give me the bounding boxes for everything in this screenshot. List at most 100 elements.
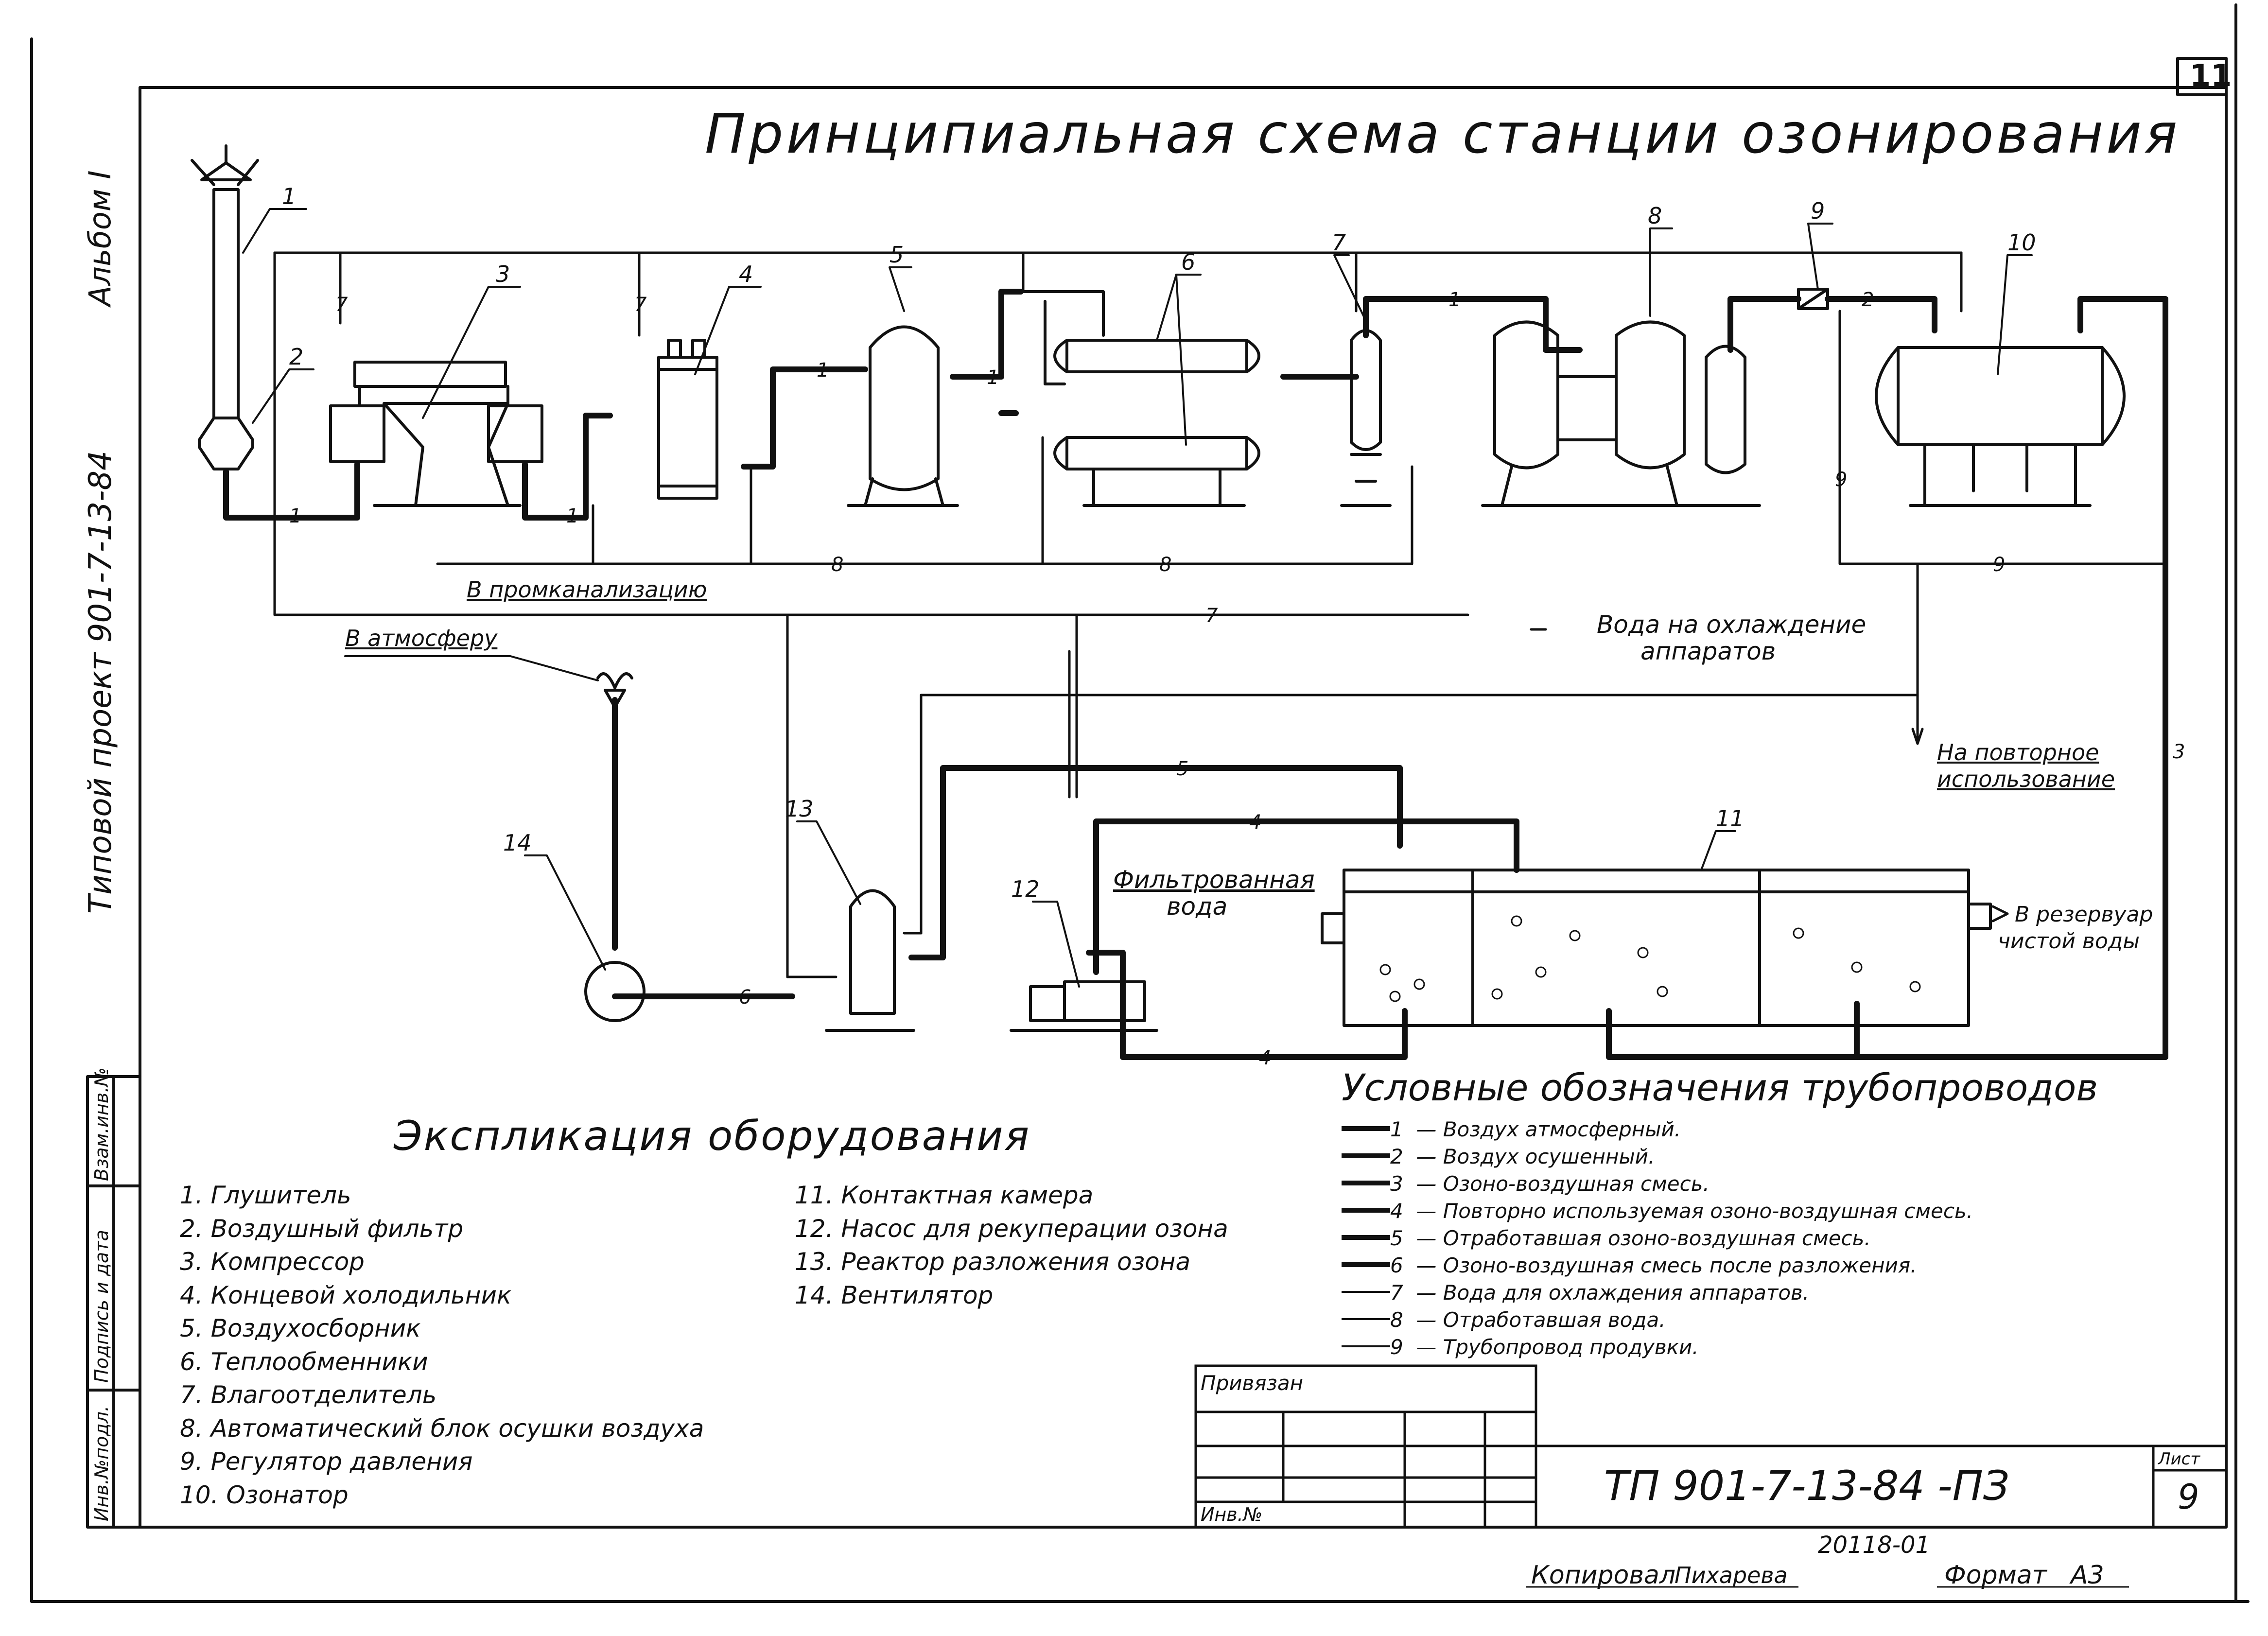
explication-item: 5. Воздухосборник xyxy=(180,1314,421,1342)
legend-item: 4 — Повторно используемая озоно-воздушна… xyxy=(1390,1199,1973,1223)
note-reuse-2: использование xyxy=(1937,766,2115,792)
inv-number-label: Инв.№ xyxy=(1201,1504,1263,1525)
project-label: Типовой проект 901-7-13-84 xyxy=(83,451,119,914)
equipment-8-air-drying-unit xyxy=(1481,320,1761,507)
album-label: Альбом I xyxy=(82,170,118,306)
legend-item: 5 — Отработавшая озоно-воздушная смесь. xyxy=(1390,1226,1871,1250)
equipment-number-labels: 1 2 3 4 5 6 7 8 9 10 11 12 13 14 xyxy=(282,183,2036,902)
equipment-3-compressor xyxy=(329,361,543,507)
equipment-label-12: 12 xyxy=(1011,876,1040,902)
copied-name: Пихарева xyxy=(1675,1562,1788,1588)
pipe-label-2: 2 xyxy=(1862,289,1874,311)
note-cooling-water-2: аппаратов xyxy=(1640,637,1776,665)
document-code: ТП 901-7-13-84 -ПЗ xyxy=(1604,1462,2009,1510)
legend-list: 1 — Воздух атмосферный. 2 — Воздух осуше… xyxy=(1390,1116,1973,1361)
pipe-label-9: 9 xyxy=(1993,554,2005,576)
pipe-label-1c: 1 xyxy=(817,359,829,382)
explication-item: 8. Автоматический блок осушки воздуха xyxy=(180,1414,704,1443)
note-cooling-water-1: Вода на охлаждение xyxy=(1597,610,1867,639)
equipment-11-contact-chamber xyxy=(1321,869,1992,1027)
explication-list-1: 1. Глушитель 2. Воздушный фильтр 3. Комп… xyxy=(180,1179,704,1512)
explication-item: 13. Реактор разложения озона xyxy=(795,1248,1191,1276)
attached-label: Привязан xyxy=(1201,1371,1304,1395)
pipe-label-3: 3 xyxy=(2173,741,2185,763)
explication-list-2: 11. Контактная камера 12. Насос для реку… xyxy=(795,1179,1228,1312)
pipe-label-4b: 4 xyxy=(1259,1047,1271,1069)
legend-item: 9 — Трубопровод продувки. xyxy=(1390,1335,1699,1359)
note-filtered-water-2: вода xyxy=(1167,892,1228,921)
equipment-label-2: 2 xyxy=(289,344,303,370)
explication-item: 1. Глушитель xyxy=(180,1181,351,1209)
pipe-label-1e: 1 xyxy=(1448,289,1461,311)
flow-arrows xyxy=(436,562,2009,922)
pipe-label-9b: 9 xyxy=(1835,469,1847,491)
equipment-label-4: 4 xyxy=(739,261,753,287)
legend-item: 6 — Озоно-воздушная смесь после разложен… xyxy=(1390,1253,1917,1277)
stamp-inv-original: Инв.№подл. xyxy=(91,1405,112,1521)
equipment-label-13: 13 xyxy=(785,796,814,822)
note-to-sewer: В промканализацию xyxy=(467,576,707,603)
pipe-label-8b: 8 xyxy=(1159,554,1171,576)
legend-item: 8 — Отработавшая вода. xyxy=(1390,1308,1666,1332)
bubbles xyxy=(1379,915,1921,1002)
equipment-label-11: 11 xyxy=(1716,805,1745,832)
explication-item: 2. Воздушный фильтр xyxy=(180,1214,464,1243)
copied-label: Копировал xyxy=(1531,1561,1676,1590)
explication-item: 7. Влагоотделитель xyxy=(180,1381,437,1409)
pipe-label-6: 6 xyxy=(739,986,751,1009)
equipment-4-end-cooler xyxy=(657,339,718,500)
pipe-label-7c: 7 xyxy=(634,294,647,316)
equipment-1-silencer xyxy=(191,144,259,419)
equipment-label-1: 1 xyxy=(282,183,296,209)
legend-item: 3 — Озоно-воздушная смесь. xyxy=(1390,1172,1710,1196)
leader-lines xyxy=(242,208,2033,988)
format-label: Формат xyxy=(1944,1561,2047,1590)
pipe-label-7: 7 xyxy=(1205,605,1218,627)
page-title: Принципиальная схема станции озонировани… xyxy=(705,103,2181,166)
equipment-label-9: 9 xyxy=(1811,198,1825,224)
explication-item: 14. Вентилятор xyxy=(795,1281,994,1309)
equipment-10-ozonator xyxy=(1875,346,2126,507)
legend-item: 1 — Воздух атмосферный. xyxy=(1390,1117,1681,1141)
stamp-signature-date: Подпись и дата xyxy=(91,1230,112,1383)
equipment-9-pressure-regulator xyxy=(1797,288,1829,310)
note-filtered-water-1: Фильтрованная xyxy=(1113,866,1315,894)
sheet-label: Лист xyxy=(2158,1449,2200,1469)
note-clean-water-tank-1: В резервуар xyxy=(2015,902,2153,927)
legend-item: 7 — Вода для охлаждения аппаратов. xyxy=(1390,1281,1810,1305)
equipment-label-7: 7 xyxy=(1332,229,1346,256)
pipe-label-5: 5 xyxy=(1176,758,1188,780)
legend-item: 2 — Воздух осушенный. xyxy=(1390,1145,1655,1168)
equipment-6-heat-exchangers xyxy=(1019,290,1260,507)
explication-item: 12. Насос для рекуперации озона xyxy=(795,1214,1228,1243)
explication-item: 9. Регулятор давления xyxy=(180,1447,473,1476)
equipment-label-10: 10 xyxy=(2007,229,2036,256)
explication-item: 4. Концевой холодильник xyxy=(180,1281,512,1309)
explication-item: 11. Контактная камера xyxy=(795,1181,1094,1209)
explication-item: 3. Компрессор xyxy=(180,1248,365,1276)
equipment-label-8: 8 xyxy=(1648,203,1662,229)
equipment-2-air-filter xyxy=(198,417,254,470)
cooling-water-lines xyxy=(273,251,2167,978)
explication-heading: Экспликация оборудования xyxy=(394,1112,1031,1160)
format-value: А3 xyxy=(2071,1561,2104,1590)
drawing-frame xyxy=(30,3,2250,1603)
equipment-7-moisture-separator xyxy=(1340,329,1392,507)
pipe-label-1: 1 xyxy=(289,505,301,527)
explication-item: 6. Теплообменники xyxy=(180,1347,428,1376)
note-reuse-1: На повторное xyxy=(1937,739,2099,766)
title-block xyxy=(1194,1126,2226,1588)
sheet-number: 11 xyxy=(2190,58,2232,93)
equipment-14-fan xyxy=(584,672,646,1022)
explication-item: 10. Озонатор xyxy=(180,1480,349,1509)
pipe-label-7b: 7 xyxy=(335,294,348,316)
pipe-number-labels: 1 1 1 1 1 2 3 4 4 5 6 7 7 7 8 8 9 9 xyxy=(289,289,2185,1069)
order-number: 20118-01 xyxy=(1818,1532,1931,1559)
pipe-label-1b: 1 xyxy=(566,505,578,527)
note-clean-water-tank-2: чистой воды xyxy=(1998,929,2140,954)
legend-heading: Условные обозначения трубопроводов xyxy=(1342,1066,2098,1109)
pipe-label-1d: 1 xyxy=(987,366,999,389)
equipment-12-recuperation-pump xyxy=(1010,980,1158,1032)
equipment-5-air-receiver xyxy=(847,325,959,507)
